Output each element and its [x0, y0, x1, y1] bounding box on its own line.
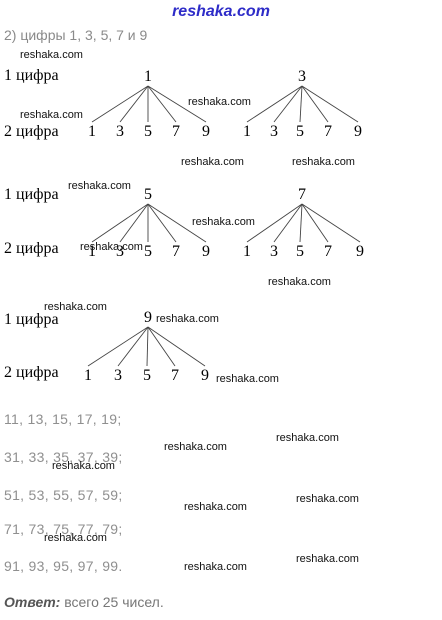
tree-leaf-digit: 5: [296, 243, 304, 260]
tree-root-digit: 1: [144, 68, 152, 85]
watermark: reshaka.com: [156, 313, 219, 325]
answer-line: Ответ: всего 25 чисел.: [4, 594, 164, 610]
tree-leaf-digit: 3: [270, 123, 278, 140]
tree-leaf-digit: 9: [202, 243, 210, 260]
tree-branch: [91, 203, 149, 243]
tree-branch: [87, 326, 149, 367]
tree-leaf-digit: 5: [144, 243, 152, 260]
tree-branch: [147, 326, 206, 367]
number-row: 91, 93, 95, 97, 99.: [4, 558, 123, 574]
tree-branch: [246, 203, 303, 243]
tree-leaf-digit: 3: [116, 243, 124, 260]
number-row: 71, 73, 75, 77, 79;: [4, 521, 123, 537]
tree-leaf-digit: 5: [296, 123, 304, 140]
tree-leaf-digit: 7: [324, 123, 332, 140]
tree-branch: [301, 203, 361, 243]
number-row: 51, 53, 55, 57, 59;: [4, 487, 123, 503]
task-heading: 2) цифры 1, 3, 5, 7 и 9: [4, 27, 148, 43]
site-logo[interactable]: reshaka.com: [172, 3, 270, 20]
tree-branch: [273, 203, 303, 243]
tree-branch: [301, 85, 359, 123]
level-label-first: 1 цифра: [4, 311, 59, 328]
tree-root-digit: 5: [144, 186, 152, 203]
tree-leaf-digit: 3: [114, 367, 122, 384]
tree-root-digit: 3: [298, 68, 306, 85]
tree-leaf-digit: 1: [84, 367, 92, 384]
tree-branch: [119, 85, 149, 123]
watermark: reshaka.com: [20, 109, 83, 121]
watermark: reshaka.com: [164, 441, 227, 453]
watermark: reshaka.com: [184, 561, 247, 573]
tree-branch: [147, 85, 207, 123]
level-label-second: 2 цифра: [4, 364, 59, 381]
tree-leaf-digit: 9: [202, 123, 210, 140]
tree-branch: [147, 85, 177, 123]
tree-leaf-digit: 5: [144, 123, 152, 140]
tree-leaf-digit: 5: [143, 367, 151, 384]
number-row: 11, 13, 15, 17, 19;: [4, 411, 122, 427]
watermark: reshaka.com: [184, 501, 247, 513]
tree-leaf-digit: 3: [270, 243, 278, 260]
tree: 7 1 3 5 7 9: [243, 186, 364, 260]
tree-root-digit: 9: [144, 309, 152, 326]
answer-label: Ответ:: [4, 594, 61, 610]
tree-leaf-digit: 7: [171, 367, 179, 384]
tree: 9 1 3 5 7 9: [84, 309, 209, 384]
tree-branch: [301, 203, 329, 243]
watermark: reshaka.com: [44, 301, 107, 313]
tree-leaf-digit: 1: [243, 243, 251, 260]
tree-branch: [299, 85, 303, 123]
tree-leaf-digit: 1: [88, 123, 96, 140]
tree-branch: [301, 85, 329, 123]
tree-leaf-digit: 1: [243, 123, 251, 140]
tree-leaf-digit: 9: [356, 243, 364, 260]
tree: 3 1 3 5 7 9: [243, 68, 362, 140]
watermark: reshaka.com: [44, 532, 107, 544]
watermark: reshaka.com: [216, 373, 279, 385]
tree-leaf-digit: 3: [116, 123, 124, 140]
answer-text: всего 25 чисел.: [60, 594, 164, 610]
tree-root-digit: 7: [298, 186, 306, 203]
tree-branch: [117, 326, 149, 367]
digit-trees: 1 1 3 5 7 9 3 1 3 5 7 9 5 1 3 5 7 9 7 1 3 5 7 9 9 1 3 5 7 9: [84, 68, 364, 384]
tree-branch: [299, 203, 303, 243]
watermark: reshaka.com: [80, 241, 143, 253]
tree-leaf-digit: 9: [201, 367, 209, 384]
tree-branch: [91, 85, 149, 123]
tree-branch: [119, 203, 149, 243]
tree-branch: [246, 85, 303, 123]
watermark: reshaka.com: [296, 553, 359, 565]
watermark: reshaka.com: [276, 432, 339, 444]
tree-leaf-digit: 7: [172, 243, 180, 260]
number-row: 31, 33, 35, 37, 39;: [4, 449, 123, 465]
watermark: reshaka.com: [181, 156, 244, 168]
tree-branch: [146, 326, 149, 367]
tree: 5 1 3 5 7 9: [88, 186, 210, 260]
watermark: reshaka.com: [268, 276, 331, 288]
tree-leaf-digit: 1: [88, 243, 96, 260]
level-label-first: 1 цифра: [4, 186, 59, 203]
watermark: reshaka.com: [68, 180, 131, 192]
tree-branch: [273, 85, 303, 123]
tree-leaf-digit: 9: [354, 123, 362, 140]
tree-leaf-digit: 7: [324, 243, 332, 260]
watermark: reshaka.com: [192, 216, 255, 228]
tree-leaf-digit: 7: [172, 123, 180, 140]
watermark: reshaka.com: [52, 460, 115, 472]
tree-branch: [147, 203, 177, 243]
tree-branch: [147, 203, 207, 243]
watermark: reshaka.com: [188, 96, 251, 108]
level-label-second: 2 цифра: [4, 123, 59, 140]
watermark: reshaka.com: [20, 49, 83, 61]
tree: 1 1 3 5 7 9: [88, 68, 210, 140]
level-label-first: 1 цифра: [4, 67, 59, 84]
level-label-second: 2 цифра: [4, 240, 59, 257]
watermark: reshaka.com: [296, 493, 359, 505]
tree-branch: [147, 326, 176, 367]
watermark: reshaka.com: [292, 156, 355, 168]
